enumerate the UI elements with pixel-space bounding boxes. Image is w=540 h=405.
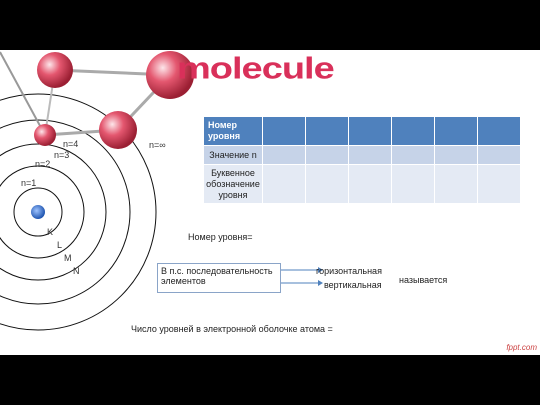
level-label-ninf: n=∞: [149, 140, 166, 150]
shell-m: [0, 143, 107, 281]
table-cell[interactable]: [434, 145, 478, 165]
atom-illustration: [0, 51, 323, 331]
level-number-label: Номер уровня=: [188, 232, 253, 242]
vertical-label: вертикальная: [324, 280, 382, 290]
sequence-box-text: В п.с. последовательность элементов: [161, 266, 273, 286]
table-row: Значение n: [203, 145, 521, 165]
table-cell[interactable]: [262, 145, 306, 165]
table-cell[interactable]: [348, 116, 392, 146]
table-cell[interactable]: [434, 116, 478, 146]
table-header-n-value: Значение n: [203, 145, 263, 165]
table-cell[interactable]: [434, 164, 478, 204]
table-header-level-number: Номер уровня: [203, 116, 263, 146]
table-cell[interactable]: [262, 116, 306, 146]
horizontal-label: горизонтальная: [316, 266, 382, 276]
table-cell[interactable]: [262, 164, 306, 204]
table-header-letter: Буквенное обозначение уровня: [203, 164, 263, 204]
table-row: Номер уровня: [203, 116, 521, 146]
watermark: fppt.com: [506, 343, 537, 352]
shell-letter-m: M: [64, 253, 72, 263]
shell-k: [13, 187, 63, 237]
table-cell[interactable]: [477, 145, 521, 165]
shell-letter-k: K: [47, 227, 54, 237]
table-cell[interactable]: [305, 145, 349, 165]
molecule-ball-4: [34, 124, 56, 146]
shell-inf: [0, 93, 157, 331]
table-cell[interactable]: [477, 116, 521, 146]
table-cell[interactable]: [305, 164, 349, 204]
called-label: называется: [399, 275, 448, 285]
levels-table: Номер уровня Значение n Буквенное обозна…: [203, 116, 521, 204]
table-cell[interactable]: [305, 116, 349, 146]
level-label-n4: n=4: [63, 139, 79, 149]
table-cell[interactable]: [391, 145, 435, 165]
table-cell[interactable]: [391, 116, 435, 146]
molecule-ball-2: [146, 51, 194, 99]
table-cell[interactable]: [348, 145, 392, 165]
table-cell[interactable]: [391, 164, 435, 204]
shell-l: [0, 165, 85, 259]
molecule-ball-1: [37, 52, 73, 88]
question-text: Число уровней в электронной оболочке ато…: [131, 324, 333, 334]
table-row: Буквенное обозначение уровня: [203, 164, 521, 204]
nucleus: [31, 205, 45, 219]
slide: molecule n=4 n=3 n=2 n=1 n=∞ K L M N Ном…: [0, 50, 540, 355]
level-label-n3: n=3: [54, 150, 70, 160]
shell-letter-n: N: [73, 266, 80, 276]
table-cell[interactable]: [477, 164, 521, 204]
level-label-n1: n=1: [21, 178, 37, 188]
shell-letter-l: L: [57, 240, 63, 250]
logo-text: molecule: [177, 52, 335, 86]
sequence-box: В п.с. последовательность элементов: [157, 263, 281, 293]
molecule-ball-3: [99, 111, 137, 149]
table-cell[interactable]: [348, 164, 392, 204]
level-label-n2: n=2: [35, 159, 51, 169]
